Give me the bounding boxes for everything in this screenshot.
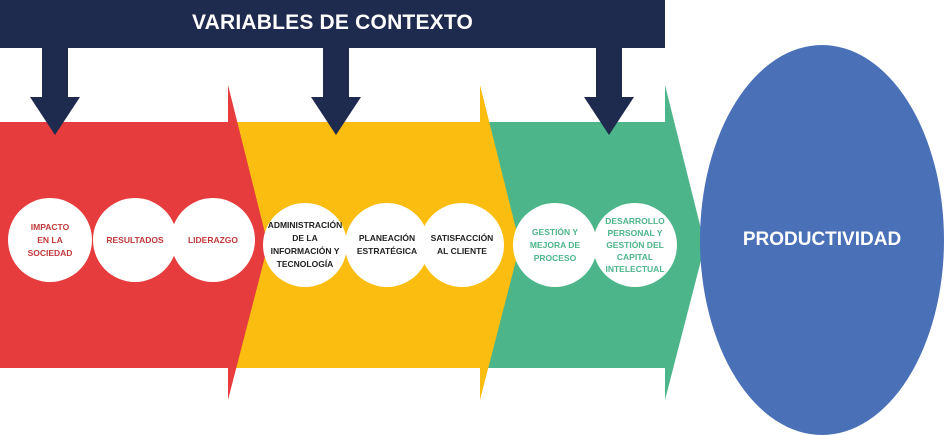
context-variables-title: VARIABLES DE CONTEXTO: [191, 11, 474, 34]
factor-circle: RESULTADOS: [93, 198, 177, 282]
down-arrow-2: [311, 46, 361, 135]
down-arrow-1: [30, 46, 80, 135]
context-bar: [0, 0, 665, 48]
down-arrow-3: [584, 46, 634, 135]
factor-circle: ADMINISTRACIÓN DE LA INFORMACIÓN Y TECNO…: [263, 203, 347, 287]
productivity-ellipse: [700, 45, 944, 435]
factor-circle: PLANEACIÓN ESTRATÉGICA: [345, 203, 429, 287]
factor-circle: IMPACTO EN LA SOCIEDAD: [8, 198, 92, 282]
factor-circle: DESARROLLO PERSONAL Y GESTIÓN DEL CAPITA…: [593, 203, 677, 287]
factor-circle: SATISFACCIÓN AL CLIENTE: [420, 203, 504, 287]
factor-circle: GESTIÓN Y MEJORA DE PROCESO: [513, 203, 597, 287]
factor-circle: LIDERAZGO: [171, 198, 255, 282]
productivity-label: PRODUCTIVIDAD: [742, 229, 902, 250]
